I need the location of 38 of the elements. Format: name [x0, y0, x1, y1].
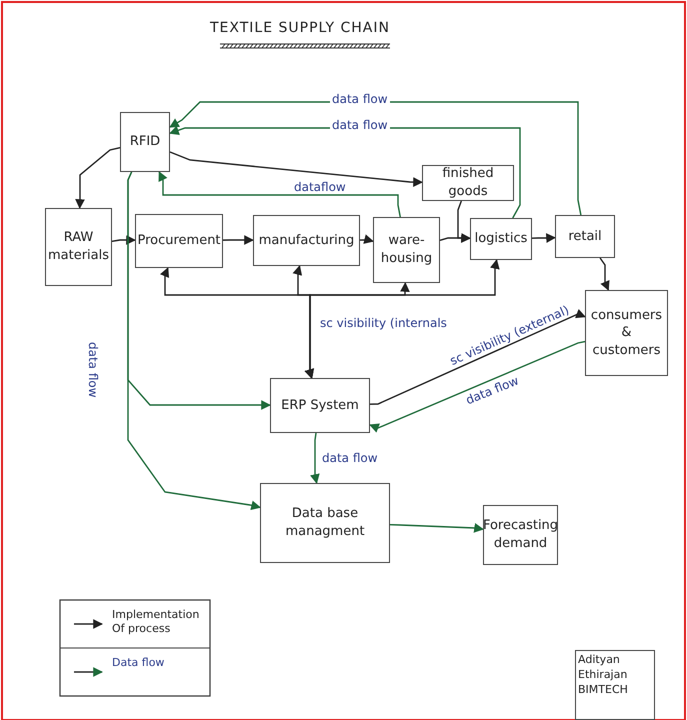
arrow	[370, 308, 586, 405]
process-box: manufacturing	[253, 215, 360, 266]
process-box: Forecasting demand	[483, 505, 558, 565]
process-box: logistics	[470, 218, 532, 260]
arrow	[170, 151, 423, 187]
process-box: consumers & customers	[585, 290, 668, 376]
edge-label: data flow	[330, 118, 390, 132]
edge-label: data flow	[86, 340, 100, 400]
legend-label: Data flow	[112, 656, 166, 670]
arrow	[127, 172, 261, 510]
process-box: RAW materials	[45, 208, 112, 286]
arrow	[390, 523, 484, 533]
process-box: Data base managment	[260, 483, 390, 563]
arrow	[169, 101, 582, 216]
arrow	[600, 258, 610, 291]
arrow	[360, 234, 374, 244]
process-box: retail	[555, 215, 615, 258]
arrow	[75, 147, 120, 209]
edge-label: dataflow	[292, 180, 348, 194]
edge-label: data flow	[320, 451, 380, 466]
arrow	[304, 259, 500, 379]
edge-label: data flow	[330, 92, 390, 106]
process-box: RFID	[120, 112, 170, 172]
edge-label: sc visibility (internals	[318, 316, 449, 330]
process-box: ERP System	[270, 378, 370, 433]
arrow	[158, 171, 401, 218]
arrow	[112, 235, 136, 245]
arrow	[532, 233, 556, 243]
arrow	[440, 233, 471, 243]
process-box: Procurement	[135, 214, 223, 268]
legend-label: Implementation Of process	[112, 608, 200, 637]
arrow	[222, 235, 254, 245]
diagram-title: TEXTILE SUPPLY CHAIN	[210, 20, 390, 36]
process-box: ware-housing	[373, 217, 440, 283]
credit-box: Adityan Ethirajan BIMTECH	[575, 650, 655, 720]
process-box: finished goods	[422, 165, 514, 201]
arrow	[310, 432, 320, 484]
arrow	[369, 340, 586, 433]
